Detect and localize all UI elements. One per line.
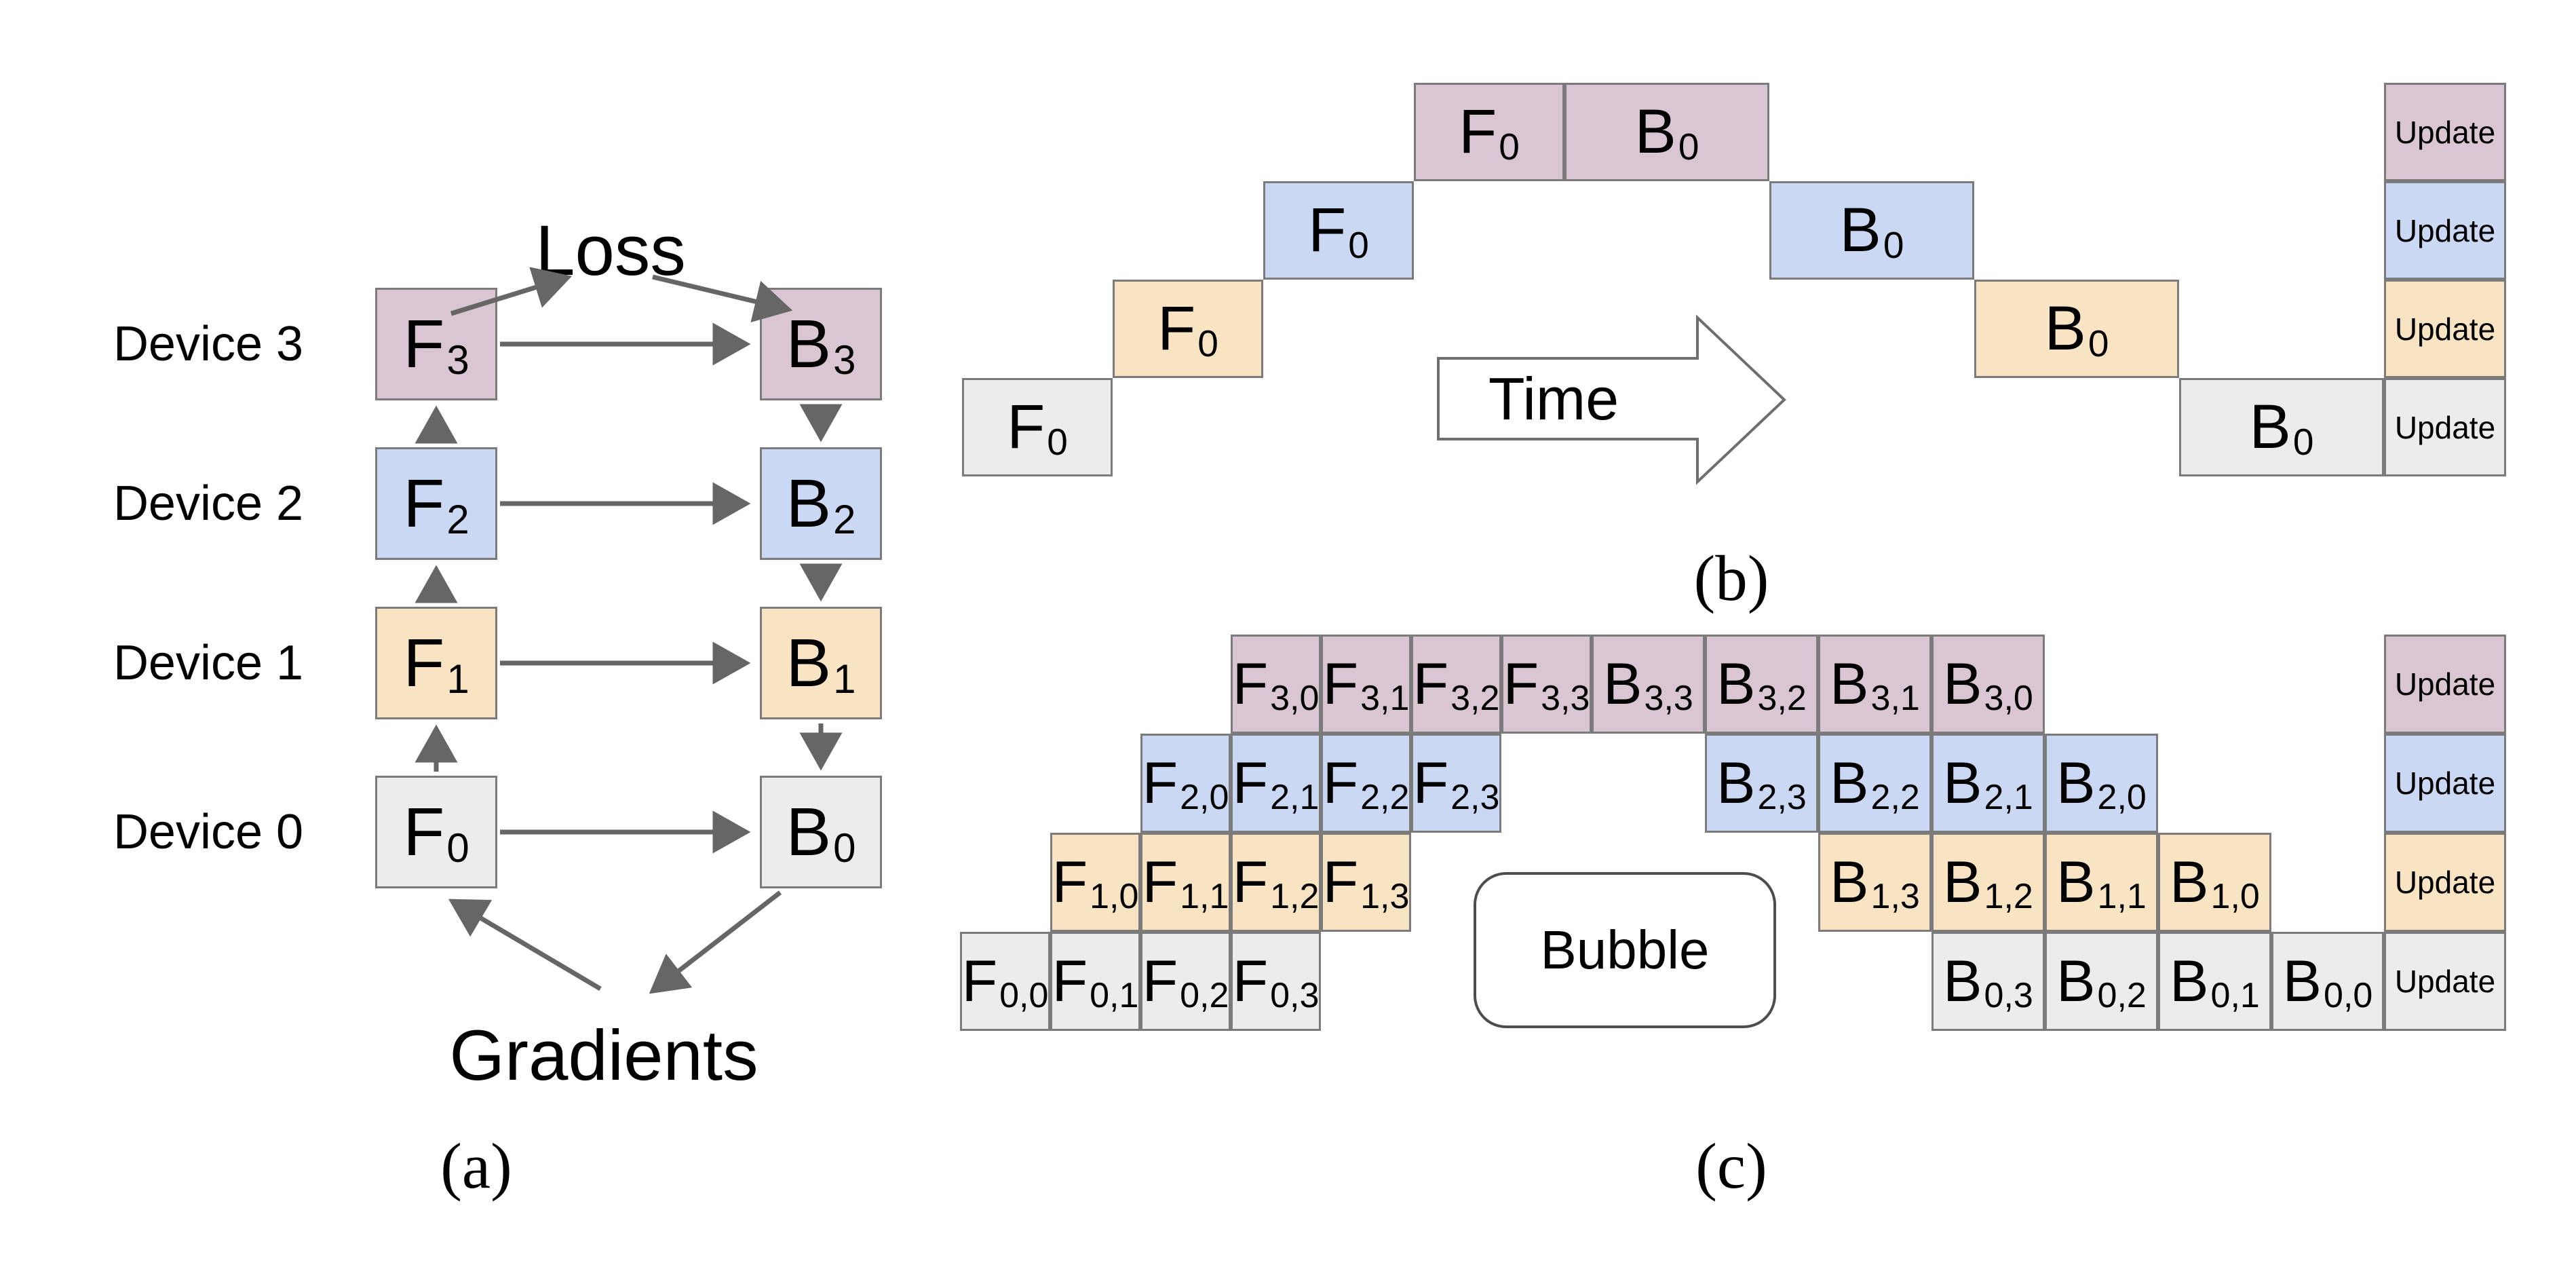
- bubble-label: Bubble: [1540, 920, 1710, 980]
- arrow-gradients-f0: [448, 899, 602, 992]
- caption-c: (c): [1695, 1130, 1767, 1202]
- cell-update-d3: Update: [2384, 635, 2506, 734]
- cell-update-d3: Update: [2384, 83, 2506, 181]
- device-label-2: Device 2: [113, 476, 304, 531]
- bubble-annotation: Bubble: [1474, 872, 1776, 1028]
- cell-update-d1: Update: [2384, 280, 2506, 378]
- cell-update-d2: Update: [2384, 734, 2506, 833]
- caption-a: (a): [440, 1130, 512, 1202]
- cell-update-d0: Update: [2384, 932, 2506, 1031]
- arrow-b0-gradients: [649, 890, 782, 994]
- caption-b: (b): [1693, 542, 1769, 614]
- cell-update-d0: Update: [2384, 378, 2506, 476]
- cell-update-d2: Update: [2384, 181, 2506, 280]
- device-label-3: Device 3: [113, 317, 304, 371]
- time-arrow-label: Time: [1488, 365, 1619, 432]
- device-label-0: Device 0: [113, 805, 304, 859]
- gradients-label: Gradients: [449, 1016, 758, 1095]
- loss-label: Loss: [535, 211, 686, 290]
- cell-update-d1: Update: [2384, 833, 2506, 932]
- device-label-1: Device 1: [113, 636, 304, 690]
